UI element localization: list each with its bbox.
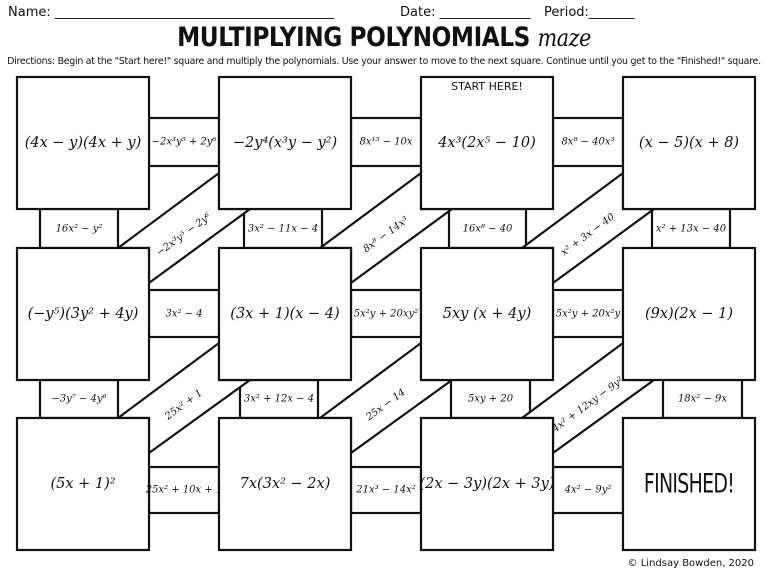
maze-square <box>217 246 353 382</box>
connector-answer: 5x²y + 20x²y <box>555 308 621 319</box>
connector-answer: x² + 13x − 40 <box>655 223 727 234</box>
vertical-connector <box>447 207 528 250</box>
connector-answer: −3y⁷ − 4y⁶ <box>51 393 107 405</box>
maze-square <box>621 246 757 382</box>
horizontal-connector <box>147 465 221 515</box>
connector-answer: 5x²y + 20xy² <box>353 308 419 319</box>
square-problem: 4x³(2x⁵ − 10) <box>438 135 536 151</box>
connector-answer: 16x⁸ − 40 <box>462 223 513 234</box>
horizontal-connector <box>147 288 221 339</box>
maze-square <box>419 416 555 552</box>
square-problem: 7x(3x² − 2x) <box>239 476 331 492</box>
finished-square-label: FINISHED! <box>643 468 735 500</box>
square-problem: (3x + 1)(x − 4) <box>230 306 340 322</box>
maze-square <box>15 246 151 382</box>
square-problem: (5x + 1)² <box>50 476 116 492</box>
horizontal-connector <box>349 116 423 168</box>
maze-square <box>217 416 353 552</box>
square-problem: (4x − y)(4x + y) <box>24 135 142 151</box>
connector-answer: 18x² − 9x <box>677 393 728 405</box>
connector-answer: 8x¹⁵ − 10x <box>359 136 413 148</box>
maze-square <box>419 246 555 382</box>
horizontal-connector <box>349 465 423 515</box>
period-field: Period:_______ <box>544 5 635 20</box>
square-problem: (2x − 3y)(2x + 3y) <box>419 476 555 492</box>
connector-answer: −2x³y⁵ + 2y⁶ <box>151 136 217 148</box>
copyright: © Lindsay Bowden, 2020 <box>627 558 754 569</box>
maze-square <box>15 416 151 552</box>
maze-square <box>621 75 757 211</box>
square-problem: (−y⁵)(3y² + 4y) <box>27 306 139 322</box>
horizontal-connector <box>349 288 423 339</box>
vertical-connector <box>650 207 732 250</box>
connector-answer: 21x³ − 14x² <box>356 484 416 496</box>
square-problem: (9x)(2x − 1) <box>644 306 734 322</box>
horizontal-connector <box>551 288 625 339</box>
vertical-connector <box>38 378 120 420</box>
square-problem: 5xy (x + 4y) <box>442 306 532 322</box>
name-field: Name: __________________________________… <box>8 5 335 20</box>
directions: Directions: Begin at the "Start here!" s… <box>7 56 761 67</box>
horizontal-connector <box>551 465 625 515</box>
connector-answer: 3x² − 4 <box>165 308 203 319</box>
title-main: MULTIPLYING POLYNOMIALS <box>177 22 530 53</box>
square-problem: (x − 5)(x + 8) <box>638 135 740 151</box>
connector-answer: 16x² − y² <box>55 223 103 234</box>
vertical-connector <box>242 207 324 250</box>
square-problem: −2y⁴(x³y − y²) <box>232 135 338 151</box>
start-here-label: START HERE! <box>451 80 523 93</box>
connector-answer: 3x² + 12x − 4 <box>243 393 315 405</box>
title-script: maze <box>537 24 592 52</box>
maze-square <box>217 75 353 211</box>
page-title: MULTIPLYING POLYNOMIALS maze <box>54 22 714 53</box>
connector-answer: 5xy + 20 <box>467 393 514 405</box>
connector-answer: 3x² − 11x − 4 <box>247 223 319 234</box>
maze-square <box>621 416 757 552</box>
connector-answer: 8x⁸ − 40x³ <box>561 136 615 148</box>
date-field: Date: ______________ <box>400 5 531 20</box>
maze-square <box>15 75 151 211</box>
connector-answer: 4x² − 9y² <box>564 484 612 496</box>
maze-square <box>419 75 555 211</box>
connector-answer: 25x² + 10x + 1 <box>145 484 223 496</box>
